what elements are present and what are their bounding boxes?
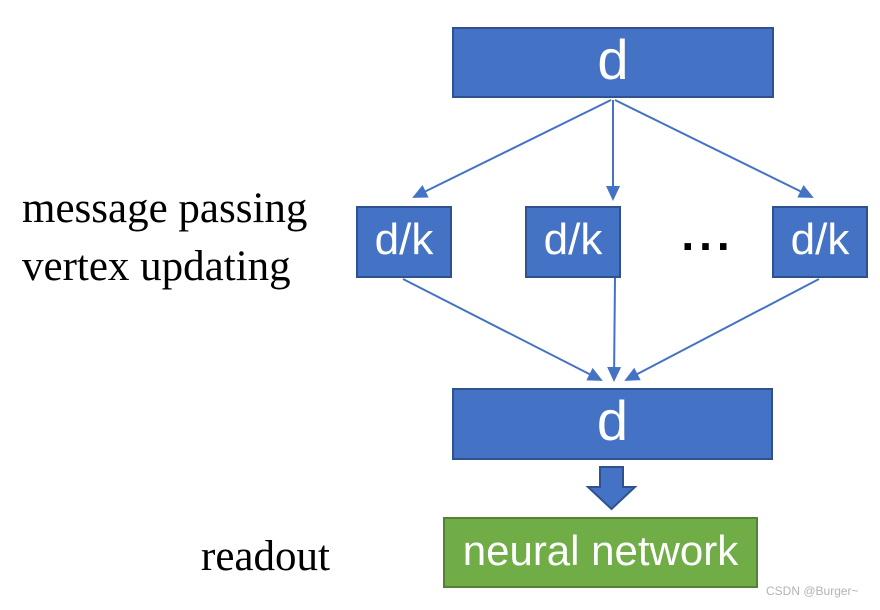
vector-box-dk-2-label: d/k xyxy=(543,215,603,264)
arrow-top-to-right-dk xyxy=(614,99,814,198)
ellipsis-dots: ... xyxy=(681,208,735,260)
vector-box-dk-1-label: d/k xyxy=(374,215,434,264)
vector-box-d-output: d xyxy=(452,388,773,460)
vector-box-dk-2: d/k xyxy=(525,206,621,278)
vector-box-dk-3: d/k xyxy=(772,206,868,278)
vector-box-d-input-label: d xyxy=(597,27,629,91)
vector-box-dk-3-label: d/k xyxy=(790,215,850,264)
block-arrow-down-icon xyxy=(585,466,638,511)
vector-box-dk-1: d/k xyxy=(356,206,452,278)
neural-network-box-label: neural network xyxy=(462,526,739,574)
arrow-mid-dk-to-bottom xyxy=(607,277,622,382)
annotation-line-vertex-updating: vertex updating xyxy=(22,243,291,290)
arrow-right-dk-to-bottom xyxy=(624,278,820,381)
vector-box-d-output-label: d xyxy=(596,389,629,452)
arrow-left-dk-to-bottom xyxy=(402,278,603,381)
arrow-top-to-left-dk xyxy=(412,99,612,198)
watermark-text: CSDN @Burger~ xyxy=(766,584,859,598)
vector-box-d-input: d xyxy=(452,27,774,98)
neural-network-box: neural network xyxy=(443,517,758,588)
annotation-message-passing: message passing vertex updating xyxy=(22,180,307,296)
annotation-readout: readout xyxy=(201,533,330,580)
annotation-line-message-passing: message passing xyxy=(22,185,308,232)
